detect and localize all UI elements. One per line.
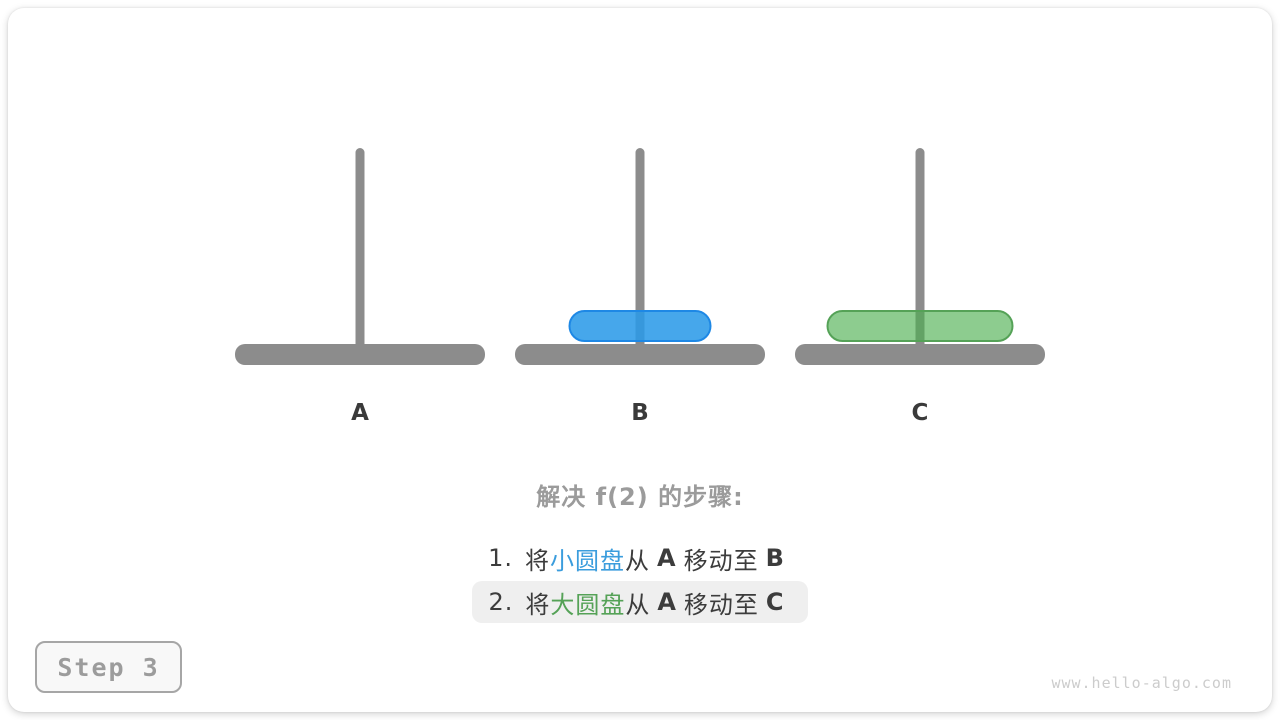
step-text-segment: 移动至 xyxy=(683,546,759,575)
tower-label-b: B xyxy=(631,400,649,426)
tower-label-c: C xyxy=(911,400,929,426)
peg-a xyxy=(355,148,365,356)
step-text-segment: 小圆盘 xyxy=(550,546,626,575)
tower-b: B xyxy=(515,148,765,426)
base-c xyxy=(795,344,1045,365)
base-b xyxy=(515,344,765,365)
step-text-segment: A xyxy=(657,544,677,572)
peg-c xyxy=(915,148,925,356)
tower-label-a: A xyxy=(351,400,369,426)
step-text-segment: 移动至 xyxy=(683,590,759,619)
step-text-segment: 1. xyxy=(488,544,514,572)
steps-title: 解决 f(2) 的步骤: xyxy=(536,483,744,511)
peg-b xyxy=(635,148,645,356)
base-a xyxy=(235,344,485,365)
step-badge-label: Step 3 xyxy=(57,652,160,682)
step-text-segment: B xyxy=(765,544,785,572)
step-text-segment: 从 xyxy=(625,590,651,619)
step-text-segment: 将 xyxy=(525,546,551,575)
tower-c: C xyxy=(795,148,1045,426)
watermark-text: www.hello-algo.com xyxy=(1051,674,1232,692)
step-text-segment: 从 xyxy=(625,546,651,575)
step-badge: Step 3 xyxy=(35,641,182,693)
step-text-segment: A xyxy=(657,588,677,616)
step-text-segment: C xyxy=(765,588,785,616)
tower-a: A xyxy=(235,148,485,426)
step-text-segment: 将 xyxy=(525,590,551,619)
large-disk xyxy=(826,310,1014,342)
step-text-segment: 2. xyxy=(488,588,514,616)
step-text-segment: 大圆盘 xyxy=(550,590,626,619)
small-disk xyxy=(568,310,712,342)
